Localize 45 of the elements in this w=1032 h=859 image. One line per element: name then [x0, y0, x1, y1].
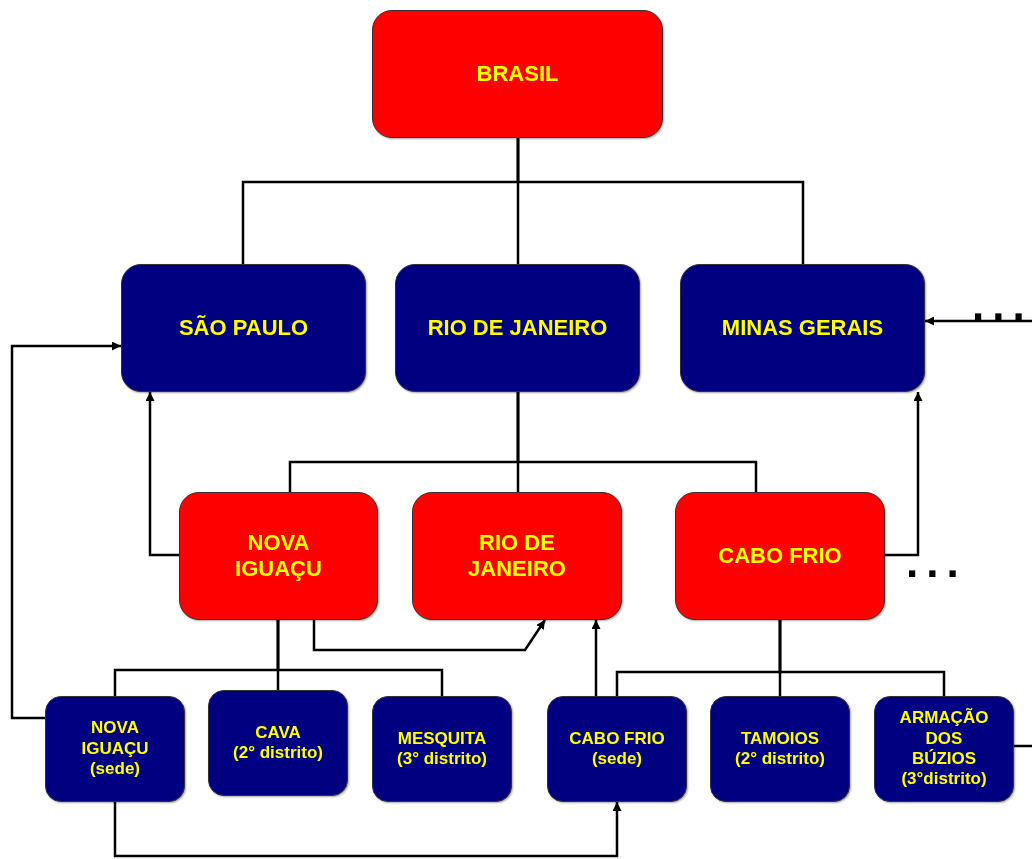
node-label: NOVA IGUAÇU [234, 529, 323, 583]
arrow [925, 316, 1032, 326]
node-label: TAMOIOS [740, 728, 820, 749]
node-label: RIO DE JANEIRO [467, 529, 567, 583]
arrow [113, 802, 622, 858]
arrow [591, 620, 601, 696]
rounded-box [680, 264, 925, 392]
node-label: (sede) [591, 749, 643, 770]
arrow [312, 619, 547, 652]
node-label: (sede) [89, 759, 141, 780]
rounded-box [372, 696, 512, 802]
connector-line [516, 392, 758, 492]
rounded-box [45, 696, 185, 802]
node-label: (2° distrito) [233, 743, 323, 764]
rounded-box [208, 690, 348, 796]
rounded-box [372, 10, 663, 138]
connector-line [778, 620, 946, 696]
node-label: (3°distrito) [901, 769, 987, 790]
node-label: MINAS GERAIS [721, 314, 884, 342]
node-label: RIO DE JANEIRO [427, 314, 608, 342]
arrow [10, 341, 121, 720]
rounded-box [179, 492, 378, 620]
node-label: (2° distrito) [735, 749, 825, 770]
node-label: MESQUITA [397, 728, 487, 749]
node-label: BRASIL [476, 60, 559, 88]
node-label: (3° distrito) [397, 749, 487, 770]
node-label: NOVA IGUAÇU [80, 718, 150, 760]
rounded-box [874, 696, 1014, 802]
rounded-box [675, 492, 885, 620]
node-label: CABO FRIO [718, 542, 842, 570]
rounded-box [395, 264, 640, 392]
node-label: SÃO PAULO [178, 314, 309, 342]
arrow [145, 392, 179, 557]
node-label: CABO FRIO [569, 728, 665, 749]
ellipsis: ... [972, 283, 1032, 327]
connector-line [516, 138, 805, 264]
rounded-box [547, 696, 687, 802]
connector-line [276, 620, 444, 696]
ellipsis: ... [906, 540, 967, 584]
rounded-box [710, 696, 850, 802]
rounded-box [121, 264, 366, 392]
node-label: ARMAÇÃO DOS BÚZIOS [898, 708, 990, 770]
node-label: CAVA [255, 722, 301, 743]
arrow [885, 392, 923, 557]
rounded-box [412, 492, 622, 620]
